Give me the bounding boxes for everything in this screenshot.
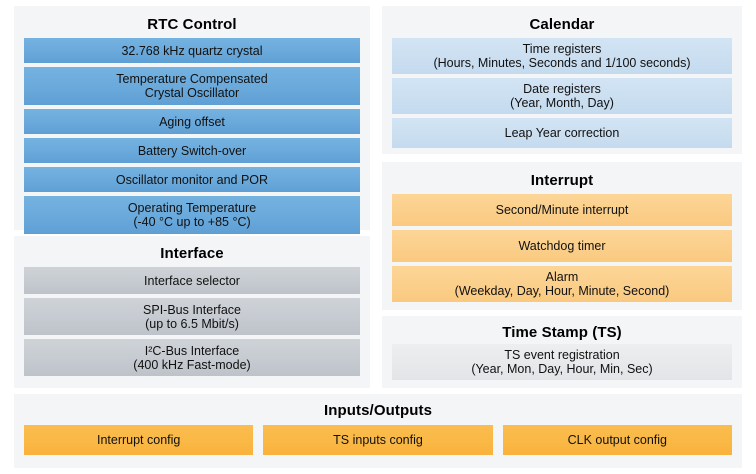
block-line-1: Aging offset [159,114,225,129]
block-ts-inputs-config[interactable]: TS inputs config [263,425,493,455]
block-line-1: Interrupt config [96,433,181,447]
calendar-block-list: Time registers (Hours, Minutes, Seconds … [392,38,732,148]
panel-time-stamp: Time Stamp (TS) TS event registration (Y… [382,316,742,388]
block-alarm[interactable]: Alarm (Weekday, Day, Hour, Minute, Secon… [392,266,732,302]
block-line-1: SPI-Bus Interface [143,302,241,317]
block-second-minute-interrupt[interactable]: Second/Minute interrupt [392,194,732,226]
interrupt-block-list: Second/Minute interrupt Watchdog timer A… [392,194,732,302]
panel-interface: Interface Interface selector SPI-Bus Int… [14,236,370,388]
block-tcxo[interactable]: Temperature Compensated Crystal Oscillat… [24,67,360,105]
block-time-registers[interactable]: Time registers (Hours, Minutes, Seconds … [392,38,732,74]
block-leap-year-correction[interactable]: Leap Year correction [392,118,732,148]
panel-inputs-outputs: Inputs/Outputs Interrupt config TS input… [14,394,742,468]
block-line-2: Crystal Oscillator [144,86,240,100]
interface-block-list: Interface selector SPI-Bus Interface (up… [24,267,360,376]
block-line-2: (Hours, Minutes, Seconds and 1/100 secon… [433,56,691,70]
block-line-2: (up to 6.5 Mbit/s) [145,316,239,331]
rtc-control-block-list: 32.768 kHz quartz crystal Temperature Co… [24,38,360,234]
block-line-1: Date registers [523,82,601,96]
block-line-1: Interface selector [144,273,240,288]
block-line-1: CLK output config [567,433,667,447]
block-line-1: TS event registration [504,348,620,362]
inputs-outputs-block-list: Interrupt config TS inputs config CLK ou… [24,425,732,455]
block-line-2: (-40 °C up to +85 °C) [133,215,251,229]
block-ts-event-registration[interactable]: TS event registration (Year, Mon, Day, H… [392,344,732,380]
block-line-1: Time registers [522,42,602,56]
time-stamp-block-list: TS event registration (Year, Mon, Day, H… [392,344,732,380]
block-line-1: I²C-Bus Interface [144,343,240,358]
block-operating-temperature[interactable]: Operating Temperature (-40 °C up to +85 … [24,196,360,234]
block-line-1: Battery Switch-over [137,143,247,158]
block-line-2: (400 kHz Fast-mode) [133,357,251,372]
block-line-1: Alarm [545,270,579,284]
block-battery-switch-over[interactable]: Battery Switch-over [24,138,360,163]
panel-calendar: Calendar Time registers (Hours, Minutes,… [382,6,742,154]
block-line-2: (Weekday, Day, Hour, Minute, Second) [454,284,670,298]
block-spi-bus-interface[interactable]: SPI-Bus Interface (up to 6.5 Mbit/s) [24,298,360,335]
block-watchdog-timer[interactable]: Watchdog timer [392,230,732,262]
block-quartz-crystal[interactable]: 32.768 kHz quartz crystal [24,38,360,63]
panel-title-inputs-outputs: Inputs/Outputs [323,402,433,419]
block-oscillator-monitor-por[interactable]: Oscillator monitor and POR [24,167,360,192]
block-line-2: (Year, Month, Day) [510,96,614,110]
panel-title-time-stamp: Time Stamp (TS) [502,324,622,341]
panel-interrupt: Interrupt Second/Minute interrupt Watchd… [382,162,742,310]
block-line-1: Leap Year correction [504,126,620,140]
block-interface-selector[interactable]: Interface selector [24,267,360,294]
block-line-1: TS inputs config [333,433,423,447]
block-clk-output-config[interactable]: CLK output config [502,425,732,455]
block-i2c-bus-interface[interactable]: I²C-Bus Interface (400 kHz Fast-mode) [24,339,360,376]
panel-title-interface: Interface [160,245,224,262]
panel-rtc-control: RTC Control 32.768 kHz quartz crystal Te… [14,6,370,234]
block-line-2: (Year, Mon, Day, Hour, Min, Sec) [471,362,653,376]
block-line-1: Temperature Compensated [116,72,268,86]
block-aging-offset[interactable]: Aging offset [24,109,360,134]
block-line-1: Second/Minute interrupt [495,203,629,217]
block-interrupt-config[interactable]: Interrupt config [24,425,254,455]
block-line-1: Oscillator monitor and POR [115,172,269,187]
block-line-1: Operating Temperature [127,201,257,215]
panel-title-rtc-control: RTC Control [147,16,237,33]
block-line-1: Watchdog timer [518,239,606,253]
block-date-registers[interactable]: Date registers (Year, Month, Day) [392,78,732,114]
block-line-1: 32.768 kHz quartz crystal [121,43,263,58]
panel-title-calendar: Calendar [529,16,595,33]
panel-title-interrupt: Interrupt [530,172,594,189]
